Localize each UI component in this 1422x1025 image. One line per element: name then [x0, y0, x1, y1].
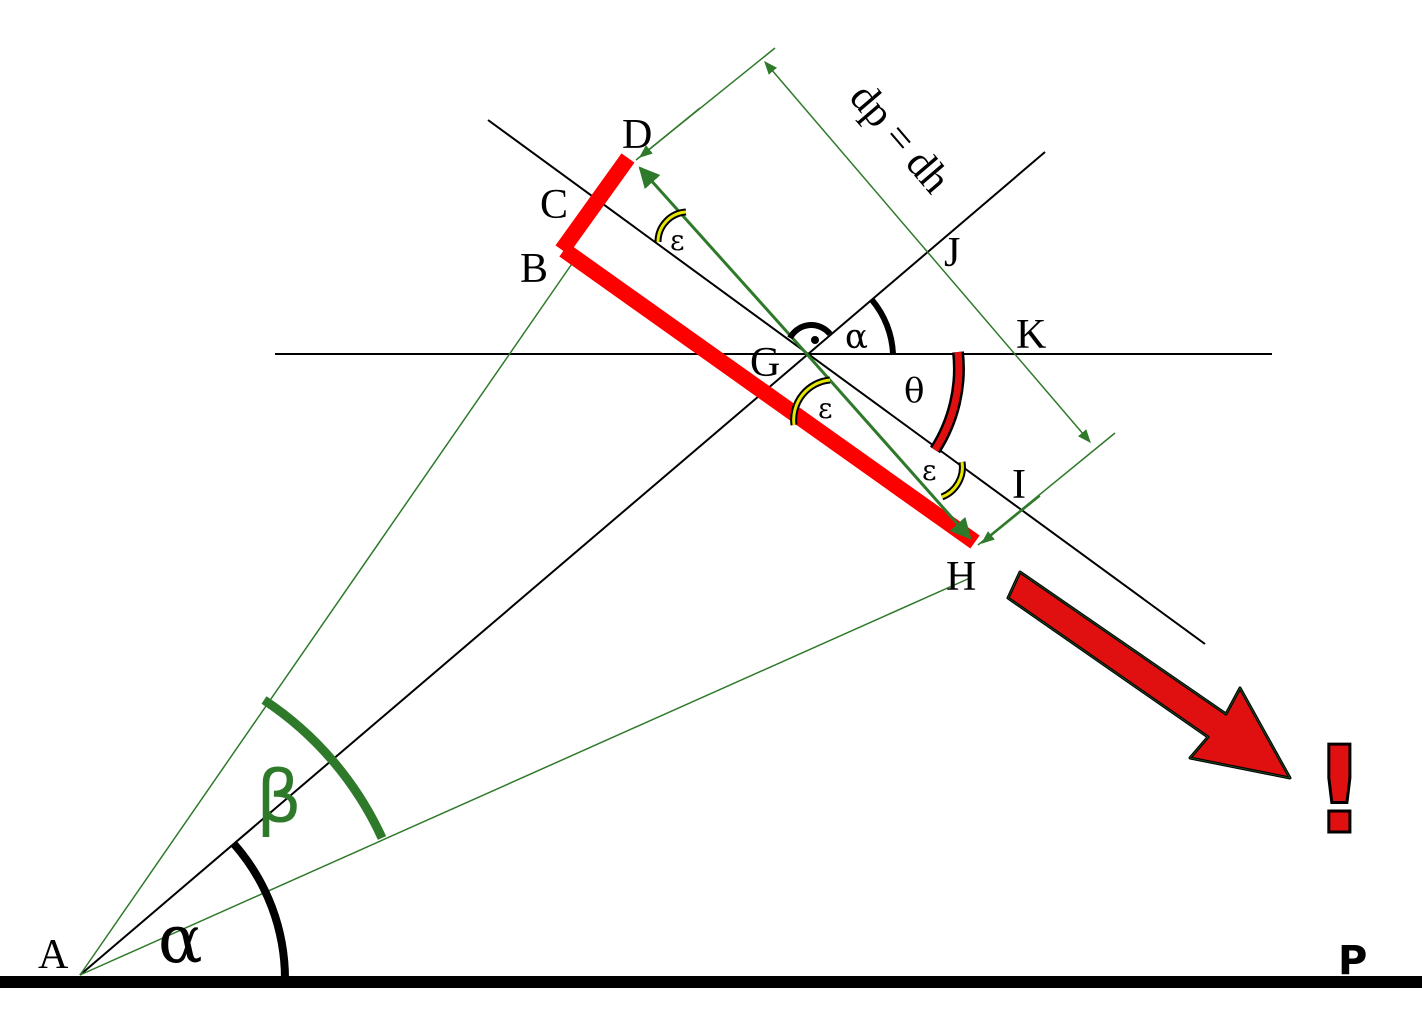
- label-point-J: J: [944, 230, 960, 276]
- dimension-arrow: [764, 60, 1091, 444]
- right-angle-arc: [787, 322, 833, 340]
- label-beta: β: [256, 755, 302, 839]
- beam-short-BD: [555, 153, 635, 255]
- vector-GH: [803, 351, 972, 540]
- label-point-G: G: [750, 340, 780, 386]
- label-dimension: dp = dh: [840, 75, 959, 203]
- big-red-arrow-glow: [1007, 571, 1291, 779]
- label-epsilon-bottom: ε: [922, 454, 937, 487]
- label-point-A: A: [38, 932, 69, 978]
- label-point-B: B: [520, 246, 548, 292]
- corner-mark: P: [1338, 938, 1367, 984]
- beta-arc: [261, 696, 387, 840]
- beam-long-BH: [559, 243, 980, 549]
- arrow-to-H: [980, 495, 1041, 544]
- alpha-arc-big: [230, 841, 290, 981]
- alpha-arc-small: [869, 298, 896, 355]
- arrow-to-D: [638, 107, 701, 158]
- epsilon-arc-bottom: [940, 461, 966, 501]
- label-alpha-big: α: [158, 901, 203, 978]
- label-theta: θ: [904, 371, 924, 411]
- construction-line-AH: [79, 577, 971, 976]
- label-epsilon-middle: ε: [818, 392, 833, 425]
- theta-arc-fill: [932, 351, 963, 452]
- label-point-K: K: [1016, 312, 1046, 358]
- label-point-D: D: [622, 112, 652, 158]
- right-angle-dot: [811, 336, 819, 344]
- vector-GD: [638, 166, 807, 354]
- label-alpha-small: α: [845, 317, 868, 357]
- epsilon-arc-top: [654, 208, 687, 243]
- exclamation-mark: !: [1312, 722, 1367, 861]
- extension-line-bottom: [977, 432, 1116, 546]
- label-point-C: C: [540, 182, 568, 228]
- label-point-H: H: [946, 554, 976, 600]
- label-point-I: I: [1012, 462, 1026, 508]
- construction-line-AB: [79, 254, 579, 976]
- epsilon-arc-middle: [790, 376, 831, 426]
- label-epsilon-top: ε: [670, 224, 685, 257]
- line-AJ: [79, 151, 1046, 976]
